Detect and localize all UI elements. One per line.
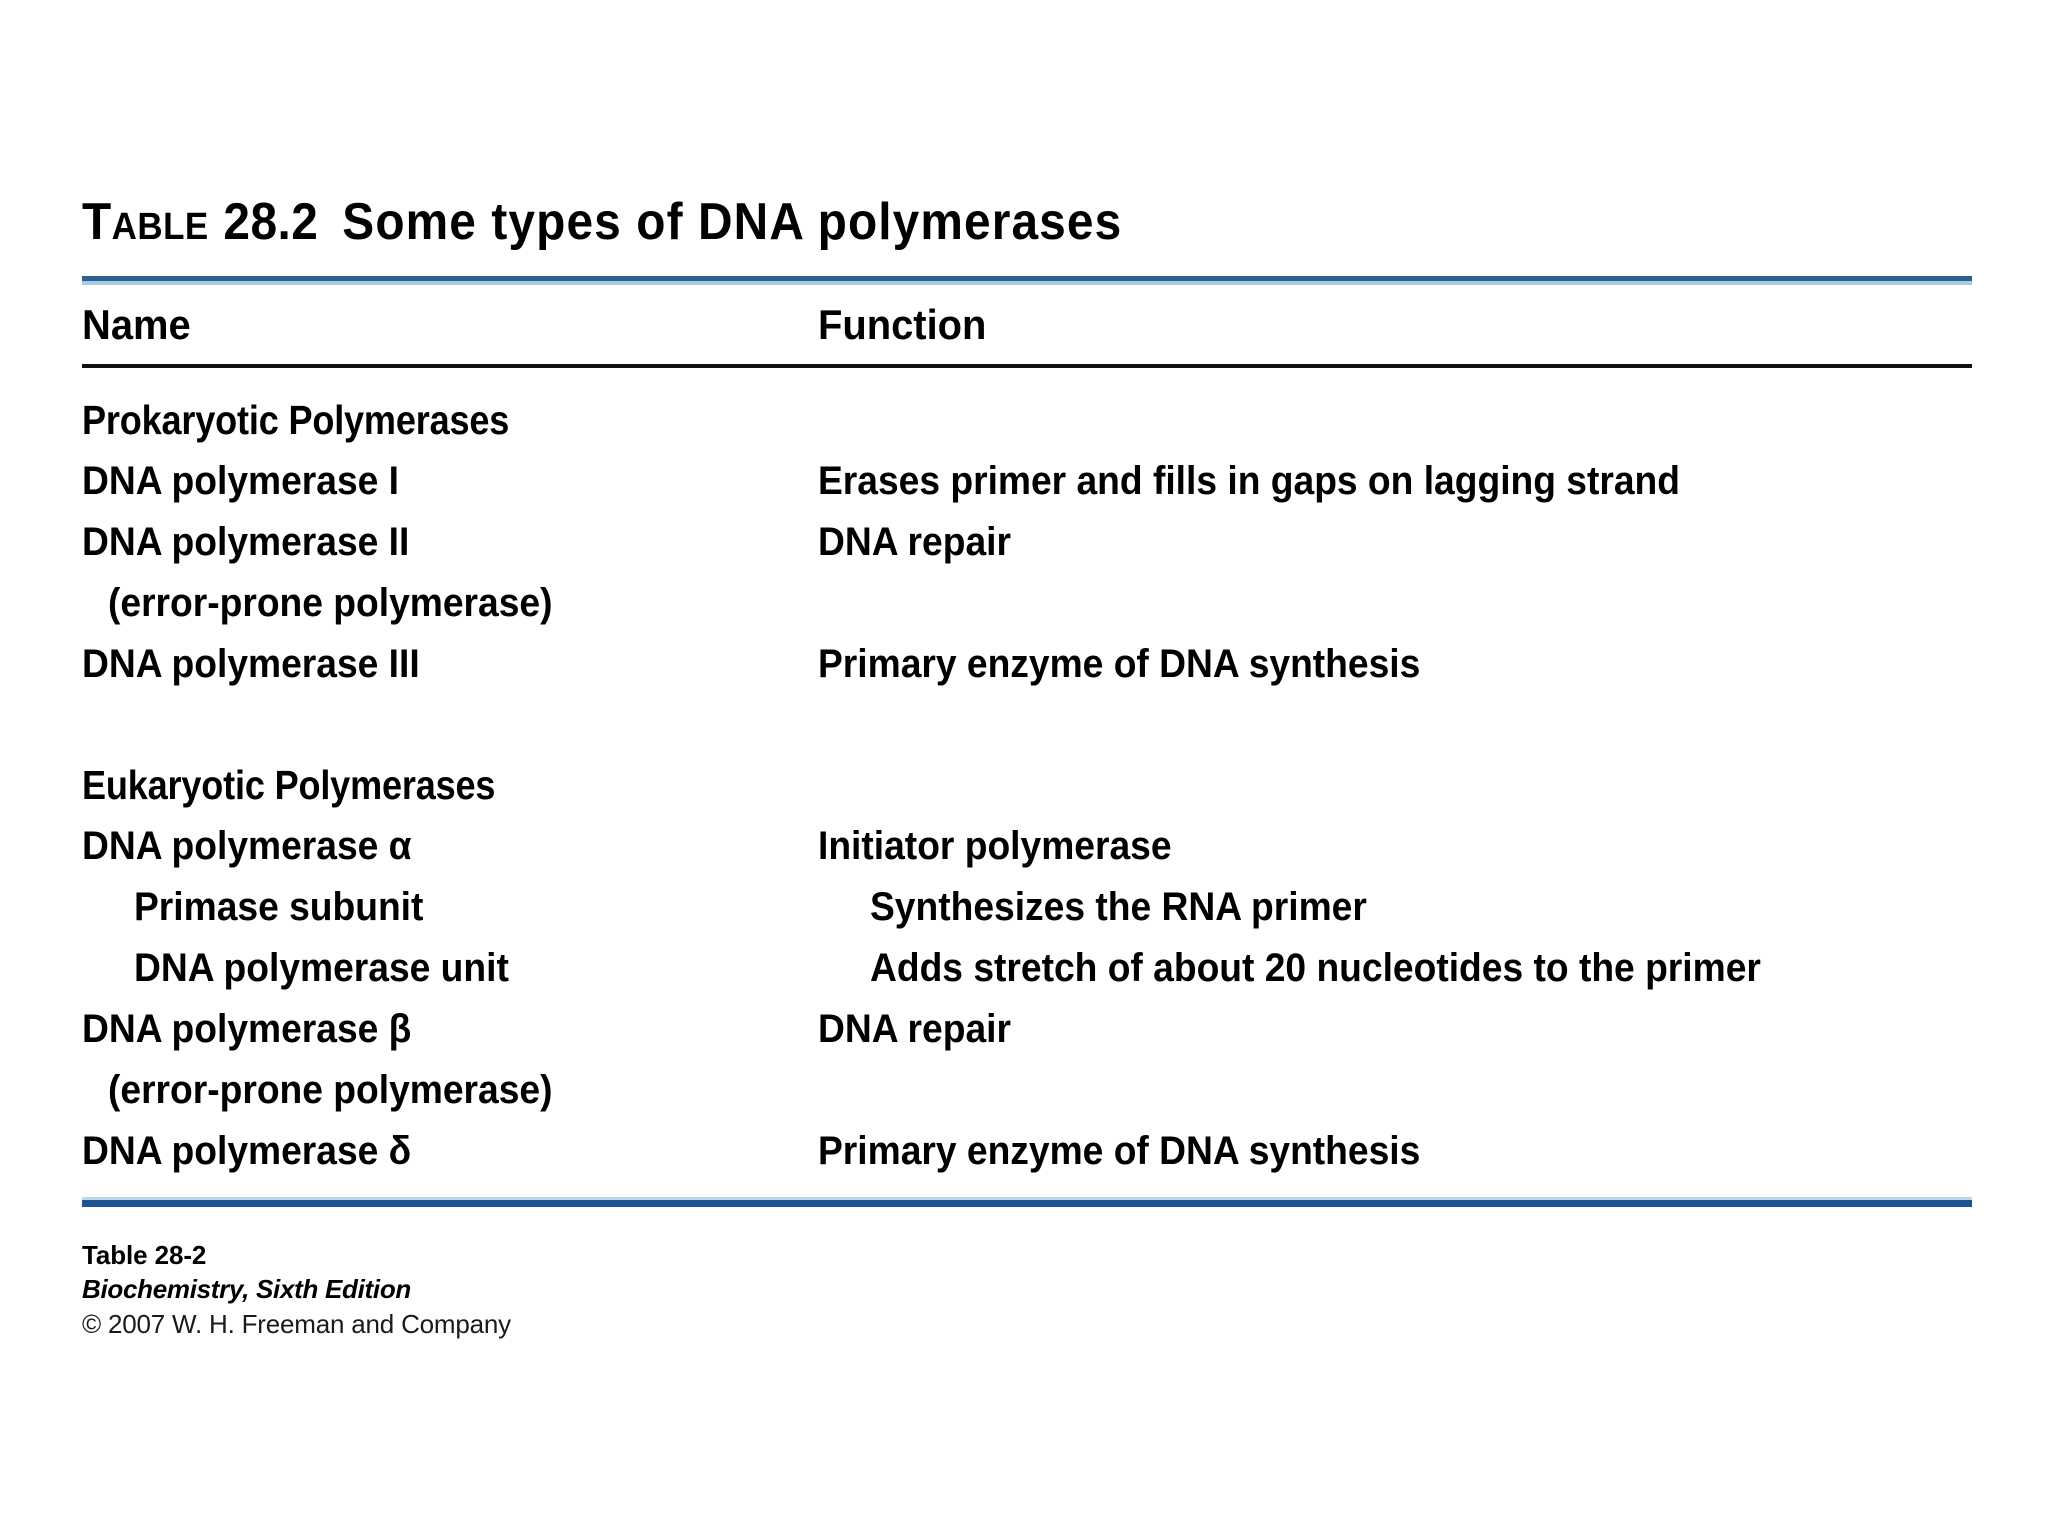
cell-name: (error-prone polymerase) bbox=[108, 1068, 553, 1112]
cell-name: DNA polymerase α bbox=[82, 824, 412, 868]
cell-name: DNA polymerase β bbox=[82, 1007, 412, 1051]
cell-function: Primary enzyme of DNA synthesis bbox=[818, 1129, 1421, 1173]
table-label-rest: ABLE bbox=[111, 206, 209, 248]
table-title-text: Some types of DNA polymerases bbox=[342, 193, 1123, 251]
table-row: DNA polymerase α Initiator polymerase bbox=[0, 826, 2048, 886]
table-row: DNA polymerase I Erases primer and fills … bbox=[0, 461, 2048, 521]
cell-function: DNA repair bbox=[818, 1007, 1011, 1051]
cell-name: (error-prone polymerase) bbox=[108, 581, 553, 625]
column-header-name: Name bbox=[82, 301, 191, 348]
credit-table-number: Table 28-2 bbox=[82, 1240, 207, 1270]
section-heading-row: Prokaryotic Polymerases bbox=[0, 400, 2048, 460]
cell-name: Primase subunit bbox=[134, 885, 424, 929]
credit-copyright: © 2007 W. H. Freeman and Company bbox=[82, 1308, 511, 1339]
table-row: Primase subunit Synthesizes the RNA prime… bbox=[0, 887, 2048, 947]
rule-top bbox=[82, 276, 1972, 281]
cell-name: DNA polymerase III bbox=[82, 642, 420, 686]
cell-name: DNA polymerase unit bbox=[134, 946, 509, 990]
table-row: DNA polymerase unit Adds stretch of about… bbox=[0, 948, 2048, 1008]
cell-name: DNA polymerase I bbox=[82, 459, 399, 503]
table-row: DNA polymerase β DNA repair bbox=[0, 1009, 2048, 1069]
cell-function: Synthesizes the RNA primer bbox=[870, 885, 1367, 929]
table-row: DNA polymerase δ Primary enzyme of DNA sy… bbox=[0, 1131, 2048, 1191]
rule-bottom bbox=[82, 1200, 1972, 1207]
cell-function: Erases primer and fills in gaps on laggi… bbox=[818, 459, 1680, 503]
cell-function: DNA repair bbox=[818, 520, 1011, 564]
cell-name: DNA polymerase II bbox=[82, 520, 410, 564]
table-label-first-letter: T bbox=[82, 193, 112, 251]
cell-function: Initiator polymerase bbox=[818, 824, 1172, 868]
section-heading: Eukaryotic Polymerases bbox=[82, 762, 496, 808]
section-heading: Prokaryotic Polymerases bbox=[82, 397, 510, 443]
cell-function: Adds stretch of about 20 nucleotides to … bbox=[870, 946, 1761, 990]
table-row: (error-prone polymerase) bbox=[0, 1070, 2048, 1130]
column-header-function: Function bbox=[818, 301, 987, 348]
table-row: DNA polymerase II DNA repair bbox=[0, 522, 2048, 582]
credit-block: Table 28-2 Biochemistry, Sixth Edition ©… bbox=[82, 1238, 511, 1341]
table-row: DNA polymerase III Primary enzyme of DNA … bbox=[0, 644, 2048, 704]
credit-book-title: Biochemistry, Sixth Edition bbox=[82, 1274, 411, 1305]
section-heading-row: Eukaryotic Polymerases bbox=[0, 765, 2048, 825]
table-row: (error-prone polymerase) bbox=[0, 583, 2048, 643]
cell-name: DNA polymerase δ bbox=[82, 1129, 412, 1173]
table-label: TABLE bbox=[82, 193, 209, 251]
rule-header bbox=[82, 364, 1972, 368]
cell-function: Primary enzyme of DNA synthesis bbox=[818, 642, 1421, 686]
table-number: 28.2 bbox=[223, 193, 319, 251]
